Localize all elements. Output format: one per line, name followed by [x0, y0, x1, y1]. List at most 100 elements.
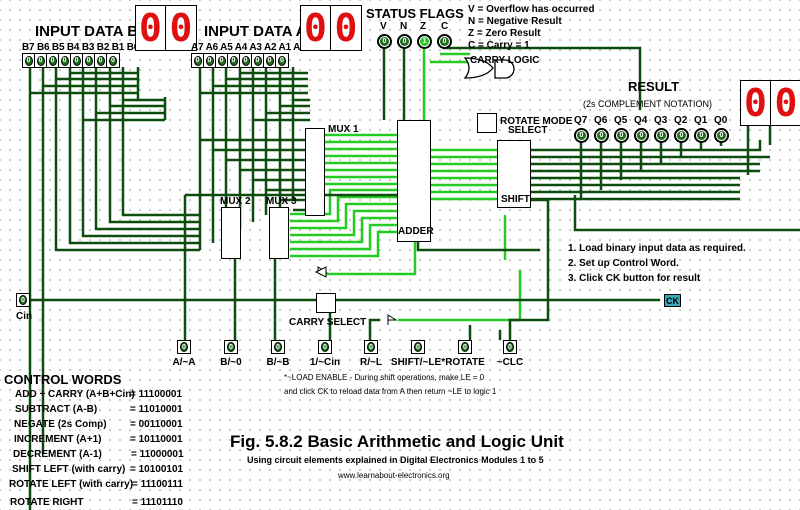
- input-a-switch-6[interactable]: 0: [204, 54, 216, 67]
- mux1-adder-wires: [290, 42, 522, 322]
- cin-label: Cin: [16, 311, 33, 322]
- control-label-b-zero: B/~0: [220, 357, 242, 368]
- input-a-switch-2[interactable]: 0: [252, 54, 264, 67]
- flag-legend-z: Z = Zero Result: [468, 28, 541, 39]
- control-words-title: CONTROL WORDS: [4, 372, 122, 387]
- input-a-switch-5[interactable]: 0: [216, 54, 228, 67]
- control-word-value-rotate-left: = 11100111: [132, 479, 183, 490]
- control-word-op-rotate-right: ROTATE RIGHT: [10, 497, 84, 508]
- flag-legend-v: V = Overflow has occurred: [468, 4, 595, 15]
- control-word-op-rotate-left: ROTATE LEFT (with carry): [9, 479, 134, 490]
- control-switch-clc[interactable]: 0: [503, 340, 517, 354]
- instruction-2: 2. Set up Control Word.: [568, 258, 679, 269]
- control-label-shift-le: SHIFT/~LE*: [390, 357, 446, 368]
- result-q0-led: 0: [714, 128, 729, 143]
- result-q5-led: 0: [614, 128, 629, 143]
- result-q2-led: 0: [674, 128, 689, 143]
- control-switch-b-zero[interactable]: 0: [224, 340, 238, 354]
- control-word-value-negate: = 00110001: [130, 419, 183, 430]
- hex-digit-high: 0: [136, 6, 166, 50]
- result-q0-label: Q0: [714, 115, 728, 126]
- control-word-op-decrement: DECREMENT (A-1): [13, 449, 102, 460]
- result-q2-label: Q2: [674, 115, 688, 126]
- control-word-op-negate: NEGATE (2s Comp): [14, 419, 107, 430]
- control-switch-r-l[interactable]: 0: [364, 340, 378, 354]
- flag-z-led: 1: [417, 34, 432, 49]
- control-label-a-nota: A/~A: [172, 357, 196, 368]
- status-flags-title: STATUS FLAGS: [366, 6, 464, 21]
- input-b-switch-7[interactable]: 0: [23, 54, 35, 67]
- cin-switch[interactable]: 0: [16, 293, 30, 307]
- footnote-line-1: *~LOAD ENABLE - During shift operations,…: [284, 373, 485, 382]
- control-word-value-rotate-right: = 11101110: [132, 497, 183, 508]
- control-switch-b-notb[interactable]: 0: [271, 340, 285, 354]
- input-a-switch-3[interactable]: 0: [240, 54, 252, 67]
- input-b-switch-2[interactable]: 0: [83, 54, 95, 67]
- control-word-op-add: ADD + CARRY (A+B+Cin): [15, 389, 135, 400]
- result-q3-led: 0: [654, 128, 669, 143]
- input-b-switch-5[interactable]: 0: [47, 54, 59, 67]
- input-a-switch-7[interactable]: 0: [192, 54, 204, 67]
- flag-n-label: N: [400, 21, 408, 32]
- ck-clock-button[interactable]: CK: [664, 294, 681, 307]
- input-a-switches: 0 0 0 0 0 0 0 0: [191, 53, 289, 68]
- carry-select-label: CARRY SELECT: [289, 317, 367, 328]
- hex-digit-low: 0: [334, 6, 358, 50]
- figure-website: www.learnabout-electronics.org: [338, 471, 450, 480]
- control-switch-one-cin[interactable]: 0: [318, 340, 332, 354]
- input-b-switch-6[interactable]: 0: [35, 54, 47, 67]
- control-word-value-shift-left: = 10100101: [130, 464, 184, 475]
- instruction-3: 3. Click CK button for result: [568, 273, 701, 284]
- control-label-rotate: ROTATE: [445, 357, 485, 368]
- result-q7-led: 0: [574, 128, 589, 143]
- result-q6-label: Q6: [594, 115, 608, 126]
- control-word-op-increment: INCREMENT (A+1): [14, 434, 102, 445]
- result-q4-label: Q4: [634, 115, 648, 126]
- hex-digit-high: 0: [301, 6, 331, 50]
- adder-label: ADDER: [398, 226, 434, 237]
- control-label-b-notb: B/~B: [266, 357, 290, 368]
- result-q6-led: 0: [594, 128, 609, 143]
- result-subtitle: (2s COMPLEMENT NOTATION): [583, 99, 713, 109]
- input-a-switch-1[interactable]: 0: [264, 54, 276, 67]
- input-b-bit-labels: B7 B6 B5 B4 B3 B2 B1 B0: [22, 42, 140, 53]
- control-word-value-increment: = 10110001: [130, 434, 183, 445]
- control-word-op-subtract: SUBTRACT (A-B): [15, 404, 98, 415]
- flag-v-label: V: [380, 21, 387, 32]
- control-word-value-add: = 11100001: [130, 389, 183, 400]
- mux1-block: [305, 128, 325, 216]
- input-b-switches: 0 0 0 0 0 0 0 0: [22, 53, 120, 68]
- input-a-title: INPUT DATA A: [204, 23, 307, 40]
- input-a-switch-0[interactable]: 0: [276, 54, 288, 67]
- flag-v-led: 0: [377, 34, 392, 49]
- input-a-wires: [198, 67, 310, 250]
- control-switch-shift-le[interactable]: 0: [411, 340, 425, 354]
- input-b-wires: [28, 67, 200, 510]
- input-a-bit-labels: A7 A6 A5 A4 A3 A2 A1 A0: [191, 42, 306, 53]
- carry-logic-label: CARRY LOGIC: [470, 55, 540, 66]
- control-switch-rotate[interactable]: 0: [458, 340, 472, 354]
- mux3-block: [269, 207, 289, 259]
- result-q1-led: 0: [694, 128, 709, 143]
- result-hex-display: 0 0: [740, 80, 800, 126]
- control-label-clc: ~CLC: [496, 357, 524, 368]
- input-b-hex-display: 0 0: [135, 5, 197, 51]
- input-a-switch-4[interactable]: 0: [228, 54, 240, 67]
- result-title: RESULT: [628, 79, 680, 94]
- result-q4-led: 0: [634, 128, 649, 143]
- shift-label: SHIFT: [501, 194, 530, 205]
- input-b-switch-4[interactable]: 0: [59, 54, 71, 67]
- result-q3-label: Q3: [654, 115, 668, 126]
- flag-legend-n: N = Negative Result: [468, 16, 562, 27]
- rotate-mode-flipflop: [477, 113, 497, 133]
- control-switch-a-nota[interactable]: 0: [177, 340, 191, 354]
- control-label-r-l: R/~L: [360, 357, 382, 368]
- input-b-switch-1[interactable]: 0: [95, 54, 107, 67]
- result-q1-label: Q1: [694, 115, 708, 126]
- mux3-label: MUX 3: [266, 196, 297, 207]
- input-b-switch-3[interactable]: 0: [71, 54, 83, 67]
- mux1-label: MUX 1: [328, 124, 359, 135]
- flag-c-led: 0: [437, 34, 452, 49]
- input-b-switch-0[interactable]: 0: [107, 54, 119, 67]
- figure-title: Fig. 5.8.2 Basic Arithmetic and Logic Un…: [230, 432, 564, 451]
